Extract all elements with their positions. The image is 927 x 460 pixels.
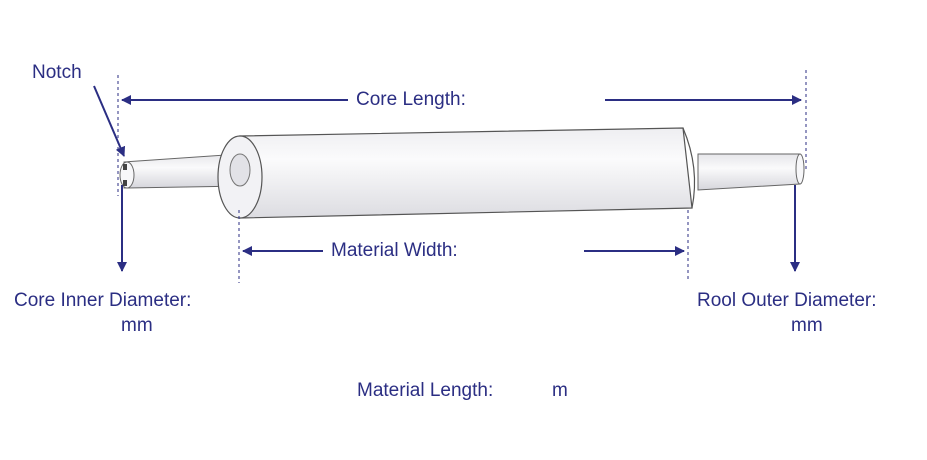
material-width-label: Material Width:	[331, 240, 458, 261]
material-length-label: Material Length:	[357, 380, 494, 401]
right-core-shaft	[697, 153, 805, 191]
material-length-unit: m	[552, 380, 568, 401]
roll-outer-diameter-label: Rool Outer Diameter:	[697, 290, 877, 311]
core-inner-diameter-unit: mm	[121, 315, 153, 336]
notch-label: Notch	[32, 62, 82, 83]
core-inner-diameter-label: Core Inner Diameter:	[14, 290, 192, 311]
extension-lines	[117, 70, 807, 283]
notch-pointer-arrow	[93, 85, 126, 157]
core-length-label: Core Length:	[356, 89, 466, 110]
material-roll-body	[217, 127, 696, 219]
roll-outer-diameter-unit: mm	[791, 315, 823, 336]
notch-mark	[123, 164, 127, 186]
